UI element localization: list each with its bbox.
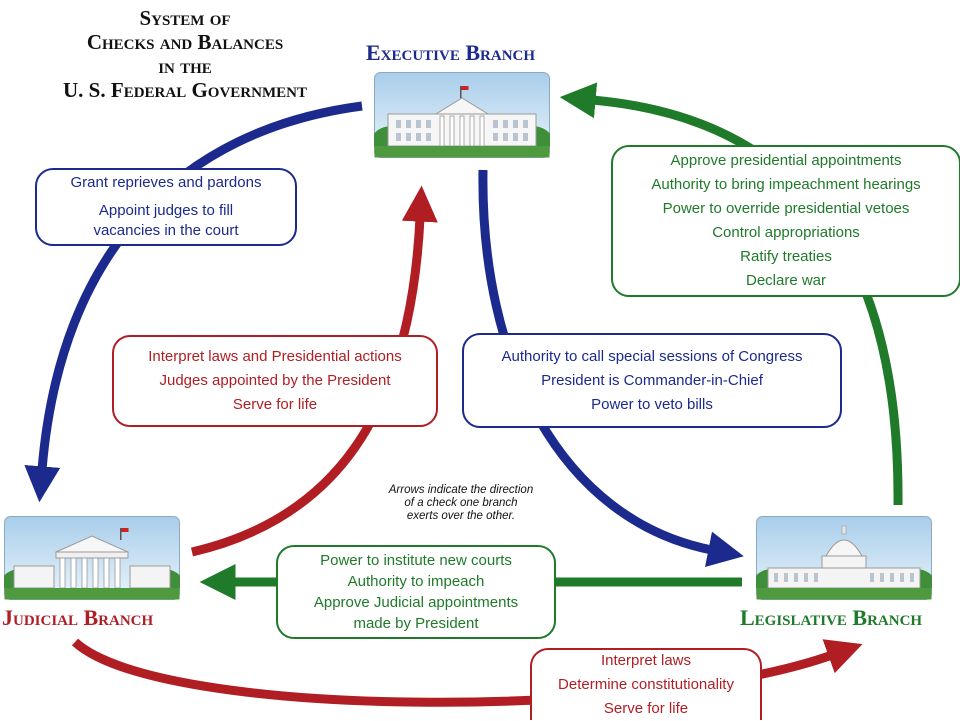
- check-item: Appoint judges to fill: [98, 202, 234, 219]
- checks-legislative-on-executive: Approve presidential appointments Author…: [611, 145, 960, 297]
- check-item: Approve presidential appointments: [670, 152, 902, 169]
- capitol-icon: [756, 516, 932, 600]
- check-item: Power to institute new courts: [320, 552, 512, 569]
- checks-legislative-on-judicial: Power to institute new courts Authority …: [276, 545, 556, 639]
- title-line-3: in the: [158, 54, 212, 78]
- arrow-judicial-to-executive: [190, 185, 438, 557]
- check-item: Serve for life: [603, 700, 689, 717]
- note-line: Arrows indicate the direction: [388, 484, 534, 496]
- title-line-2: Checks and Balances: [86, 30, 284, 54]
- note-line: of a check one branch: [404, 497, 518, 509]
- check-item: President is Commander-in-Chief: [541, 371, 763, 389]
- judicial-branch-title: Judicial Branch: [2, 605, 154, 630]
- white-house-icon: [374, 72, 550, 158]
- checks-judicial-on-executive: Interpret laws and Presidential actions …: [112, 335, 438, 427]
- check-item: Authority to impeach: [347, 573, 485, 590]
- check-item: Control appropriations: [712, 224, 860, 241]
- supreme-court-icon: [4, 516, 180, 600]
- check-item: Power to veto bills: [591, 395, 713, 413]
- checks-executive-on-legislative: Authority to call special sessions of Co…: [462, 333, 842, 428]
- check-item: Determine constitutionality: [558, 676, 734, 693]
- check-item: Power to override presidential vetoes: [662, 200, 910, 217]
- title-line-4: U. S. Federal Government: [63, 78, 307, 102]
- check-item: Judges appointed by the President: [159, 372, 391, 389]
- arrow-legend-note: Arrows indicate the direction of a check…: [345, 484, 577, 523]
- check-item: Serve for life: [232, 396, 318, 413]
- check-item: Declare war: [745, 272, 827, 289]
- check-item: Authority to bring impeachment hearings: [651, 176, 921, 193]
- check-item: made by President: [353, 615, 479, 632]
- executive-branch-title: Executive Branch: [366, 40, 536, 65]
- check-item: Approve Judicial appointments: [313, 594, 519, 611]
- check-item: Interpret laws: [600, 652, 692, 669]
- checks-executive-on-judicial: Grant reprieves and pardons Appoint judg…: [35, 168, 297, 246]
- check-item: Authority to call special sessions of Co…: [501, 347, 803, 365]
- checks-judicial-on-legislative: Interpret laws Determine constitutionali…: [530, 648, 762, 720]
- note-line: exerts over the other.: [406, 510, 516, 522]
- legislative-branch-title: Legislative Branch: [740, 605, 923, 630]
- title-line-1: System of: [139, 6, 231, 30]
- check-item: Interpret laws and Presidential actions: [148, 348, 402, 365]
- check-item: Ratify treaties: [740, 248, 832, 265]
- check-item: Grant reprieves and pardons: [70, 174, 262, 191]
- diagram-title: System of Checks and Balances in the U. …: [20, 6, 350, 102]
- check-item: vacancies in the court: [93, 222, 239, 239]
